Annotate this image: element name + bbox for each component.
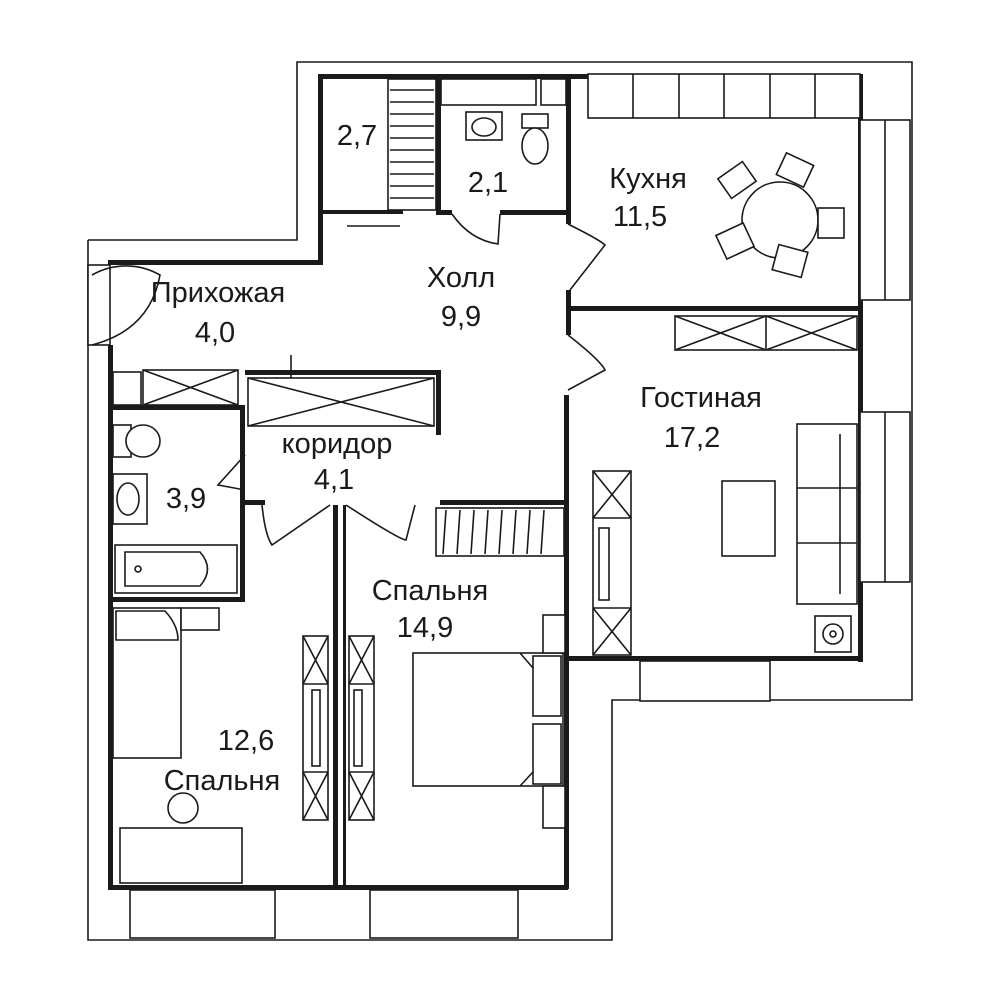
windows xyxy=(87,73,911,939)
hall-area-label: 9,9 xyxy=(441,301,481,333)
furniture xyxy=(112,78,858,884)
bathroom-area-label: 3,9 xyxy=(166,483,206,515)
bedroom1-name-label: Спальня xyxy=(372,575,489,607)
entrance-area-label: 4,0 xyxy=(195,317,235,349)
wc-area-label: 2,1 xyxy=(468,167,508,199)
hall-name-label: Холл xyxy=(427,262,495,294)
bedroom2-name-label: Спальня xyxy=(164,765,281,797)
entrance-name-label: Прихожая xyxy=(151,277,285,309)
kitchen-name-label: Кухня xyxy=(609,163,687,195)
living-name-label: Гостиная xyxy=(640,382,762,414)
bedroom1-area-label: 14,9 xyxy=(397,612,453,644)
closet-area-label: 2,7 xyxy=(337,120,377,152)
outer-outline xyxy=(87,61,913,941)
kitchen-area-label: 11,5 xyxy=(613,201,667,233)
doors xyxy=(91,213,607,547)
room-labels: 2,7 2,1 Кухня 11,5 Холл 9,9 Прихожая 4,0… xyxy=(151,120,762,797)
bedroom2-area-label: 12,6 xyxy=(218,725,274,757)
living-area-label: 17,2 xyxy=(664,422,720,454)
walls xyxy=(108,74,863,890)
corridor-area-label: 4,1 xyxy=(314,464,354,496)
corridor-name-label: коридор xyxy=(282,428,393,460)
